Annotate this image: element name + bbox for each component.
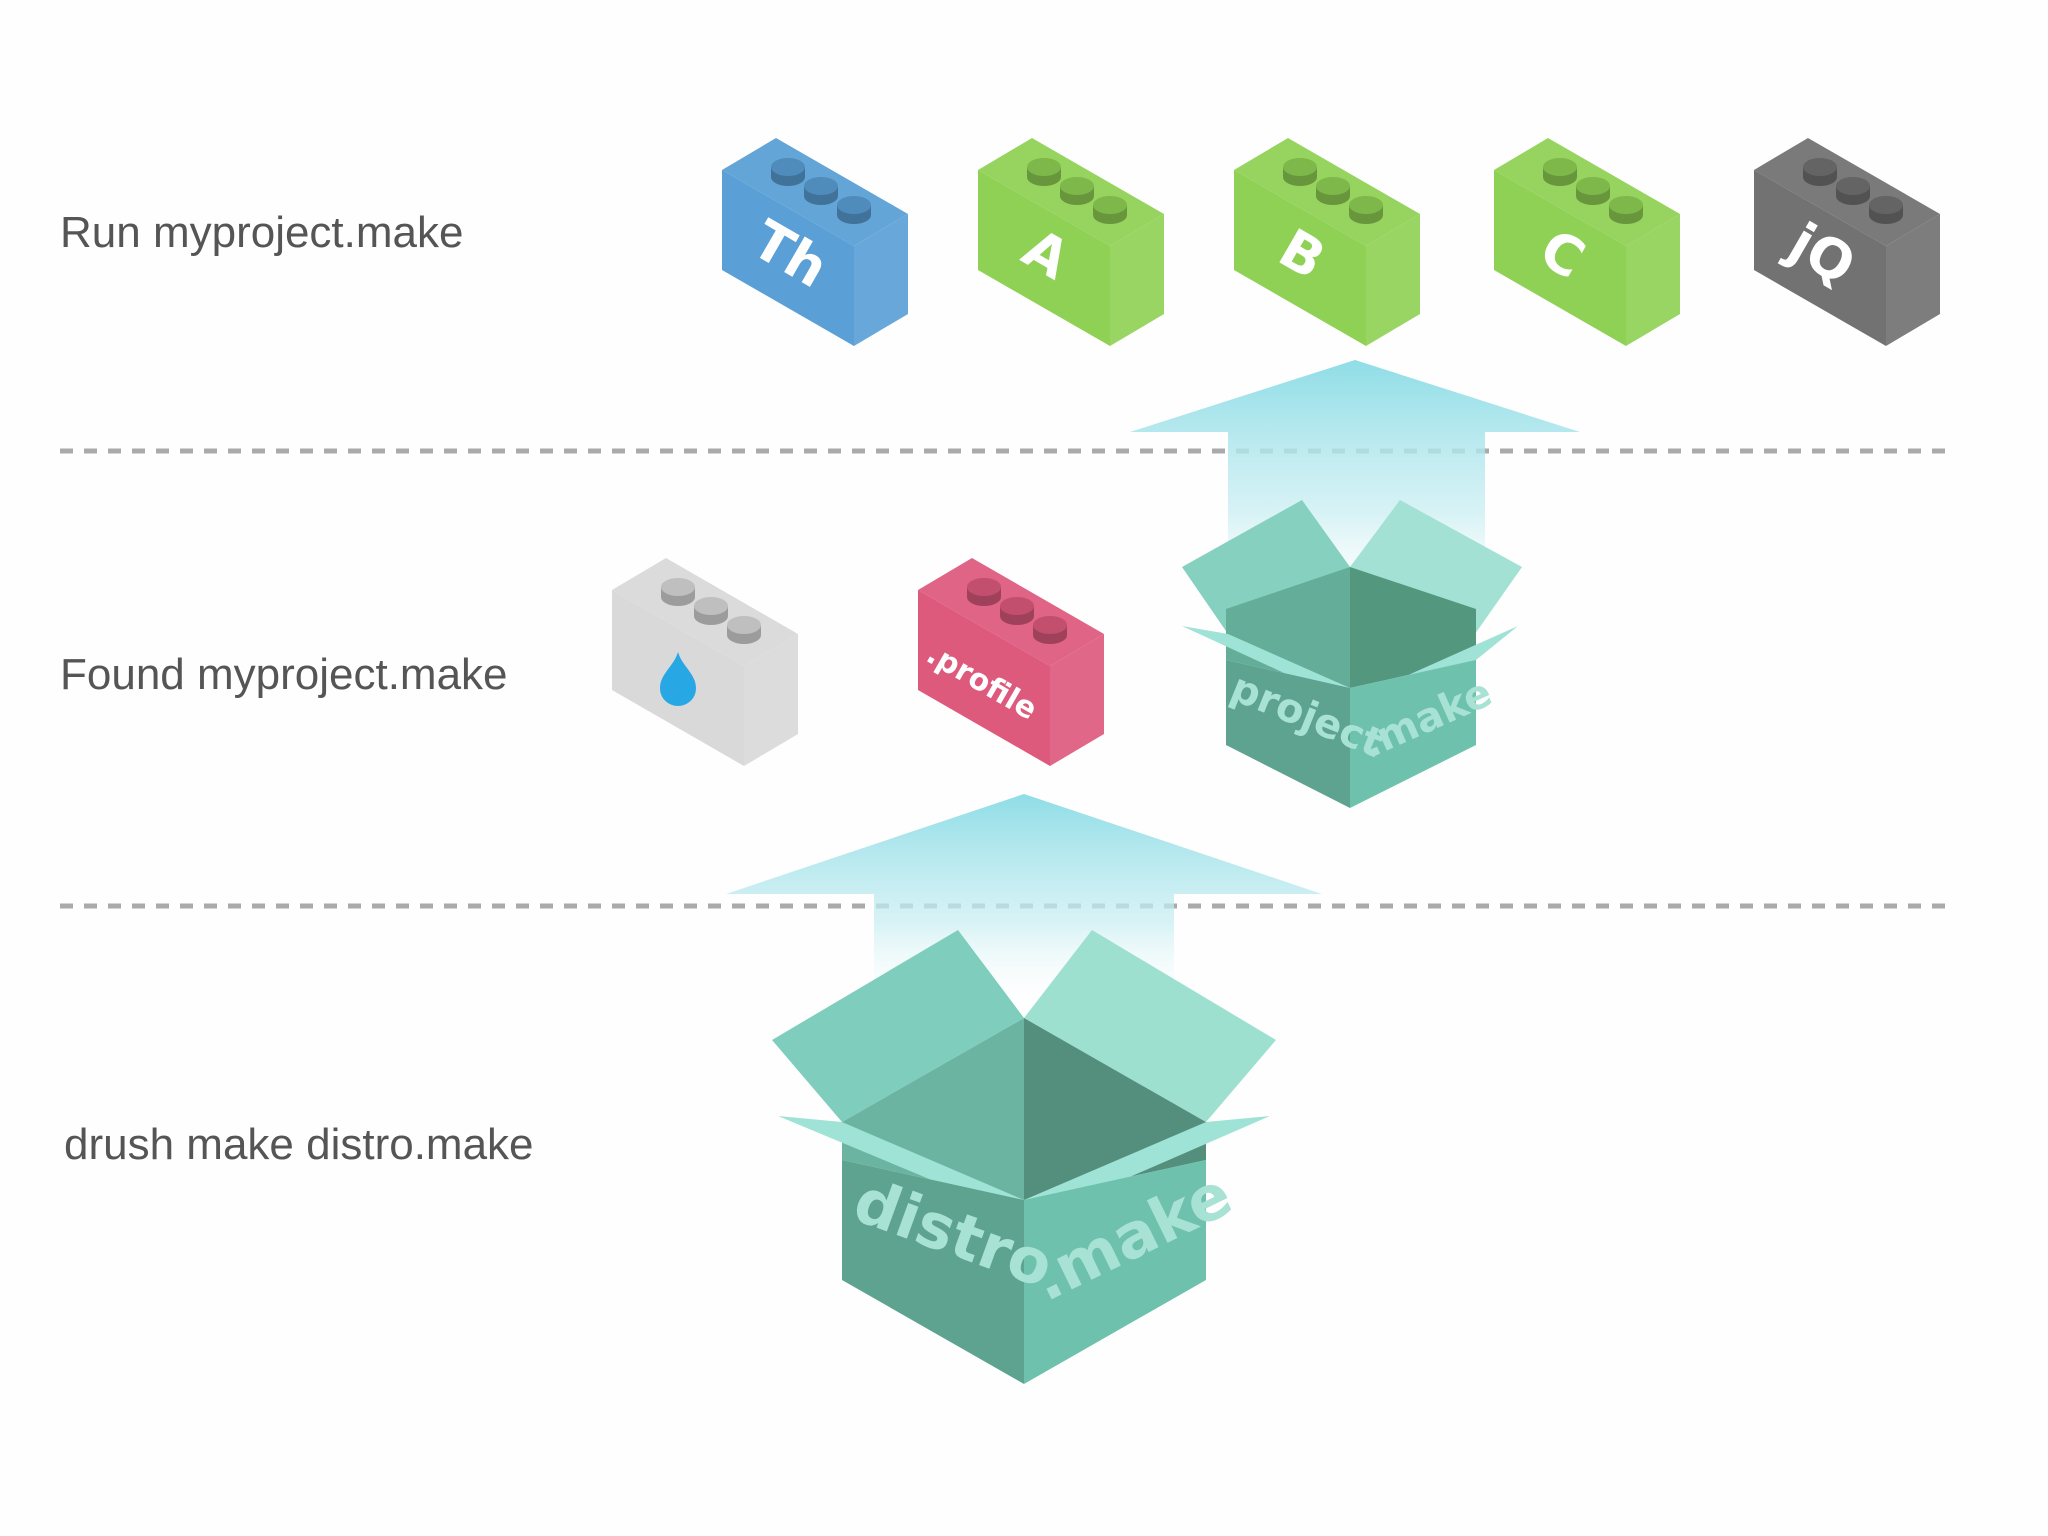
top-brick-3: C (1494, 138, 1680, 346)
brick-stud (1869, 196, 1903, 224)
top-brick-1: A (978, 138, 1164, 346)
project-make-box: project .make (1182, 500, 1522, 808)
brick-front-face (978, 170, 1110, 346)
brick-stud (1609, 196, 1643, 224)
middle-bricks-row: .profile (612, 558, 1104, 766)
label-found-myproject: Found myproject.make (60, 650, 508, 699)
top-brick-2: B (1234, 138, 1420, 346)
brick-stud (1576, 177, 1610, 205)
top-brick-0: Th (722, 138, 908, 346)
brick-side-face (854, 214, 908, 346)
middle-brick-1: .profile (918, 558, 1104, 766)
brick-side-face (1050, 634, 1104, 766)
brick-stud (694, 597, 728, 625)
distro-make-box: distro .make (772, 930, 1276, 1384)
brick-front-face (722, 170, 854, 346)
brick-stud (1836, 177, 1870, 205)
brick-front-face (1494, 170, 1626, 346)
brick-stud (727, 616, 761, 644)
brick-front-face (918, 590, 1050, 766)
label-run-myproject: Run myproject.make (60, 208, 464, 257)
label-drush-make-distro: drush make distro.make (64, 1120, 534, 1169)
brick-stud (1027, 158, 1061, 186)
brick-stud (1803, 158, 1837, 186)
upward-arrow-bottom (726, 794, 1322, 1010)
brick-front-face (1234, 170, 1366, 346)
top-brick-4: jQ (1754, 138, 1940, 346)
brick-stud (1283, 158, 1317, 186)
brick-side-face (1886, 214, 1940, 346)
brick-front-face (1754, 170, 1886, 346)
brick-side-face (1366, 214, 1420, 346)
brick-stud (1000, 597, 1034, 625)
brick-stud (1093, 196, 1127, 224)
brick-stud (837, 196, 871, 224)
brick-stud (967, 578, 1001, 606)
brick-stud (771, 158, 805, 186)
brick-side-face (1110, 214, 1164, 346)
brick-stud (1316, 177, 1350, 205)
brick-stud (1060, 177, 1094, 205)
brick-side-face (1626, 214, 1680, 346)
brick-stud (804, 177, 838, 205)
brick-stud (1349, 196, 1383, 224)
brick-stud (1033, 616, 1067, 644)
brick-side-face (744, 634, 798, 766)
middle-brick-0 (612, 558, 798, 766)
brick-stud (661, 578, 695, 606)
drupal-drop-icon (660, 652, 696, 706)
brick-stud (1543, 158, 1577, 186)
